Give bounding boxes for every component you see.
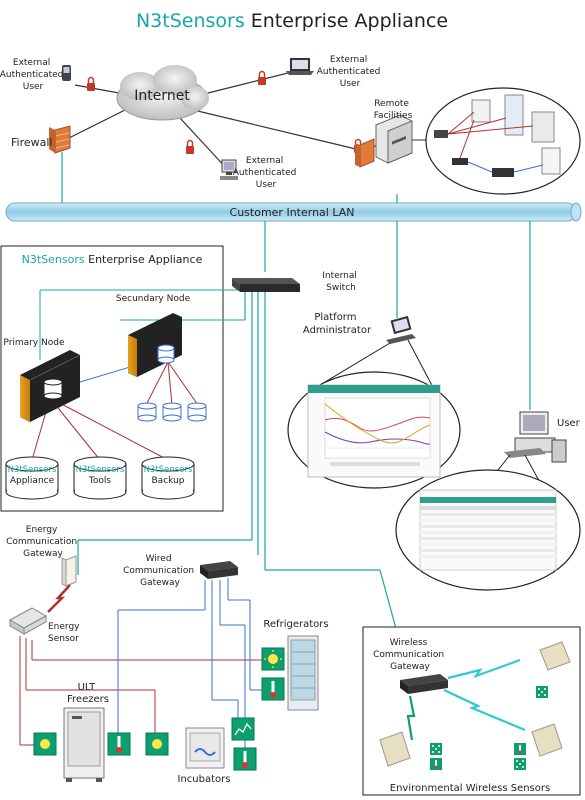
thermometer-icon <box>430 758 442 770</box>
firewall-label: Firewall <box>11 136 52 149</box>
phone-icon <box>62 65 71 81</box>
thermometer-icon <box>233 747 257 771</box>
gateway-icon <box>492 168 514 177</box>
svg-text:Backup: Backup <box>152 476 185 486</box>
remote-firewall-icon <box>355 138 375 168</box>
freezer-icon <box>541 147 561 175</box>
energy-sensor-label: Energy Sensor <box>48 622 82 644</box>
light-sensor-icon <box>261 647 285 671</box>
internal-switch-label: Internal Switch <box>322 271 360 293</box>
refrigerator-icon <box>287 635 319 711</box>
gateway-icon <box>434 130 448 138</box>
humidity-sensor-icon <box>536 686 548 698</box>
sensor-box-icon <box>471 99 491 123</box>
energy-gateway-label: Energy Communication Gateway <box>6 525 80 559</box>
light-sensor-icon <box>33 732 57 756</box>
database-backup: N3tSensors Backup <box>141 456 195 500</box>
fridge-icon <box>504 94 524 136</box>
humidity-sensor-icon <box>514 758 526 770</box>
co2-sensor-icon <box>231 717 255 741</box>
ult-freezers-label: ULT Freezers <box>67 682 109 705</box>
wireless-sensor-node-icon <box>539 641 571 671</box>
wireless-box-footer: Environmental Wireless Sensors <box>390 783 550 794</box>
database-tools: N3tSensors Tools <box>73 456 127 500</box>
wired-gateway-label: Wired Communication Gateway <box>123 554 197 588</box>
thermometer-icon <box>514 743 526 755</box>
incubators-label: Incubators <box>178 774 231 785</box>
svg-text:Tools: Tools <box>88 476 111 486</box>
wired-gateway-icon <box>200 561 238 579</box>
admin-laptop-icon <box>386 315 416 344</box>
energy-sensor-icon <box>8 607 48 635</box>
remote-facilities-label: Remote Facilities <box>374 99 413 121</box>
appliance-box-title: N3tSensors Enterprise Appliance <box>22 253 203 266</box>
firewall-icon <box>49 125 71 154</box>
platform-admin-label: Platform Administrator <box>303 312 372 336</box>
refrigerators-label: Refrigerators <box>263 619 328 630</box>
user-desktop-icon <box>504 411 567 463</box>
table-thumbnail <box>419 489 557 571</box>
chart-thumbnail <box>307 384 441 478</box>
svg-text:N3tSensors: N3tSensors <box>144 465 193 475</box>
light-sensor-icon <box>145 732 169 756</box>
incubator-icon <box>185 727 225 769</box>
secondary-node-label: Secundary Node <box>116 294 191 304</box>
thermometer-icon <box>107 732 131 756</box>
humidity-sensor-icon <box>430 743 442 755</box>
wireless-links <box>406 658 526 741</box>
internet-label: Internet <box>134 88 190 104</box>
sensor-wiring <box>19 578 262 755</box>
switch-downlinks <box>77 292 411 681</box>
incubator-icon <box>531 111 555 143</box>
wireless-sensor-node-icon <box>531 723 563 757</box>
database-icon <box>43 378 63 400</box>
admin-callout-line <box>319 342 391 386</box>
title-rest: Enterprise Appliance <box>245 10 448 32</box>
svg-text:Appliance: Appliance <box>10 476 55 486</box>
wireless-gateway-icon <box>400 674 448 694</box>
remote-facilities-bubble <box>425 87 581 195</box>
remote-server-icon <box>375 114 413 164</box>
customer-lan-bar: Customer Internal LAN <box>5 202 582 222</box>
external-user-middle-label: External Authenticated User <box>233 156 299 190</box>
lock-icon <box>87 76 95 91</box>
lan-label: Customer Internal LAN <box>230 206 355 219</box>
ult-freezer-icon <box>63 707 105 782</box>
remote-devices <box>434 94 561 177</box>
backup-disks <box>137 402 207 422</box>
gateway-icon <box>452 158 468 165</box>
primary-node-label: Primary Node <box>3 338 65 348</box>
external-user-top-left-label: External Authenticated User <box>0 58 66 92</box>
thermometer-icon <box>261 677 285 701</box>
energy-gateway-icon <box>61 555 77 587</box>
lan-drop-lines <box>264 194 531 410</box>
database-icon <box>157 344 175 364</box>
lock-icon <box>186 139 194 154</box>
wireless-sensor-node-icon <box>379 731 411 767</box>
lock-icon <box>258 70 266 85</box>
internal-switch-icon <box>232 278 300 292</box>
svg-text:N3tSensors: N3tSensors <box>8 465 57 475</box>
wireless-gateway-label: Wireless Communication Gateway <box>373 638 447 672</box>
laptop-icon <box>286 58 314 75</box>
desktop-computer-icon <box>220 159 238 180</box>
database-appliance: N3tSensors Appliance <box>5 456 59 500</box>
title-brand: N3tSensors <box>136 10 245 32</box>
page-title: N3tSensors Enterprise Appliance <box>136 10 448 32</box>
external-user-top-right-label: External Authenticated User <box>317 55 383 89</box>
energy-wireless-bolt <box>47 584 71 613</box>
user-label: User <box>557 418 581 429</box>
internet-cloud: Internet <box>116 65 209 121</box>
svg-text:N3tSensors: N3tSensors <box>76 465 125 475</box>
